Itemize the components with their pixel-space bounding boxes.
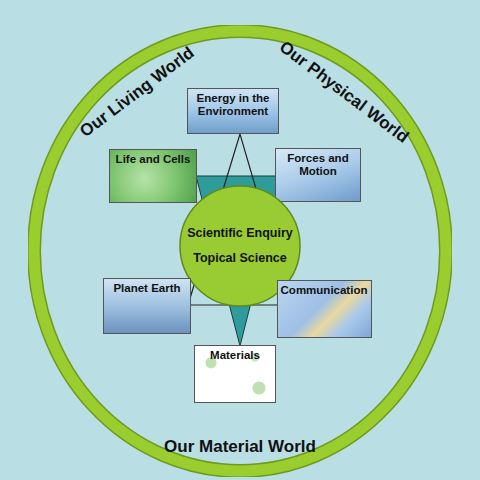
topic-label: Planet Earth (113, 282, 180, 295)
topic-box: Communication (277, 280, 372, 338)
ring-band (34, 31, 446, 471)
centre-label: Topical Science (193, 251, 287, 266)
centre-label: Scientific Enquiry (187, 226, 293, 241)
topic-box: Life and Cells (109, 149, 197, 203)
topic-label: Forces and Motion (279, 152, 357, 178)
topic-box: Planet Earth (103, 278, 191, 334)
topic-label: Materials (210, 349, 260, 362)
topic-box: Forces and Motion (275, 148, 361, 202)
topic-label: Life and Cells (116, 153, 191, 166)
ring-edge (34, 31, 446, 471)
topic-box: Materials (194, 345, 276, 403)
topic-box: Energy in the Environment (187, 88, 279, 134)
world-ring: Our Living WorldOur Physical WorldOur Ma… (28, 25, 452, 477)
topic-label: Communication (281, 284, 368, 297)
topic-label: Energy in the Environment (191, 92, 275, 118)
ring-label: Our Material World (164, 438, 316, 455)
